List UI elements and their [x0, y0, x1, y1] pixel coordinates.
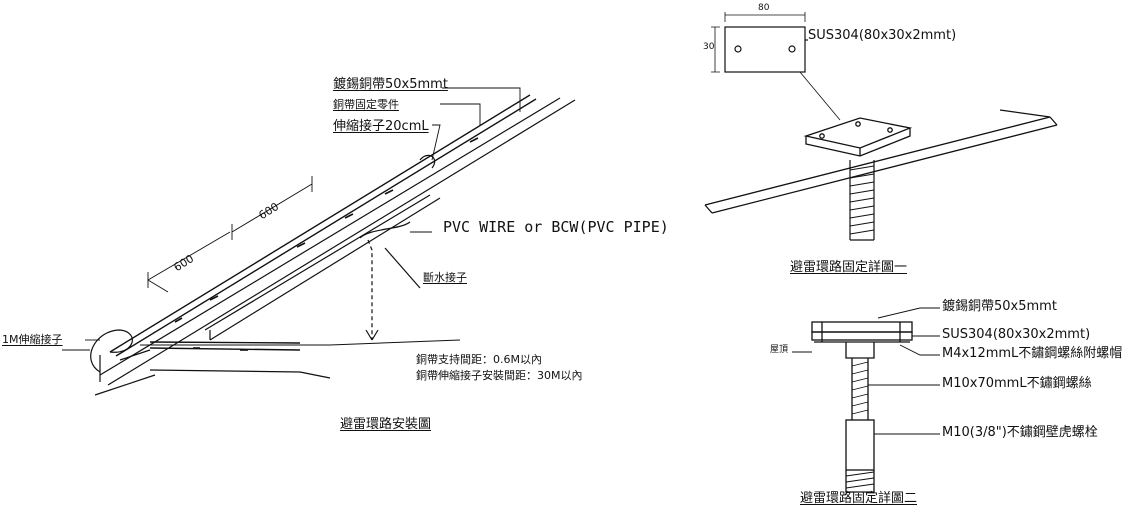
note-support-spacing: 銅帶支持間距：0.6M以內: [416, 353, 542, 366]
drain-joint: [365, 239, 421, 341]
detail-two-title: 避雷環路固定詳圖二: [800, 491, 918, 506]
detail-one-plate-label: SUS304(80x30x2mmt): [808, 28, 957, 43]
expansion-joint-loop: [90, 154, 436, 373]
copper-strip: [109, 94, 537, 357]
detail-one-bolt: [849, 160, 875, 241]
label-expansion-joint: 伸縮接子20cmL: [333, 119, 429, 134]
label-copper-strip: 鍍錫銅帶50x5mmt: [333, 77, 448, 92]
strip-fixing-parts: [174, 137, 479, 351]
detail-two-leaders: [792, 307, 940, 435]
note-joint-spacing: 銅帶伸縮接子安裝間距：30M以內: [416, 369, 583, 382]
label-cable: PVC WIRE or BCW(PVC PIPE): [443, 218, 669, 236]
detail-two-screw-label: M4x12mmL不鏽鋼螺絲附螺帽: [942, 346, 1123, 361]
detail-two-section: [811, 321, 913, 493]
detail-two-bolt-label: M10x70mmL不鏽鋼螺絲: [942, 376, 1092, 391]
detail-one-bracket: [803, 117, 913, 157]
detail-two-anchor-label: M10(3/8")不鏽鋼壁虎螺栓: [942, 425, 1098, 440]
detail-one-title: 避雷環路固定詳圖一: [790, 260, 908, 275]
detail-one-plate-drawing: [711, 12, 841, 121]
label-drain-joint: 斷水接子: [423, 271, 467, 284]
detail-one-strip: [704, 109, 1058, 214]
detail-one-plate-height: 30: [703, 42, 715, 52]
detail-one-plate-width: 80: [758, 3, 770, 13]
roof-parapet-lines: [94, 97, 576, 396]
detail-two-plate-label: SUS304(80x30x2mmt): [942, 327, 1091, 342]
dimension-lines: [147, 176, 313, 293]
detail-two-side-label: 屋頂: [770, 345, 789, 355]
detail-two-strip-label: 鍍錫銅帶50x5mmt: [942, 299, 1057, 314]
label-fixing-part: 銅帶固定零件: [333, 98, 399, 111]
leader-lines: [62, 87, 521, 351]
label-one-m-joint: 1M伸縮接子: [2, 333, 63, 346]
main-drawing-title: 避雷環路安裝圖: [340, 417, 432, 432]
